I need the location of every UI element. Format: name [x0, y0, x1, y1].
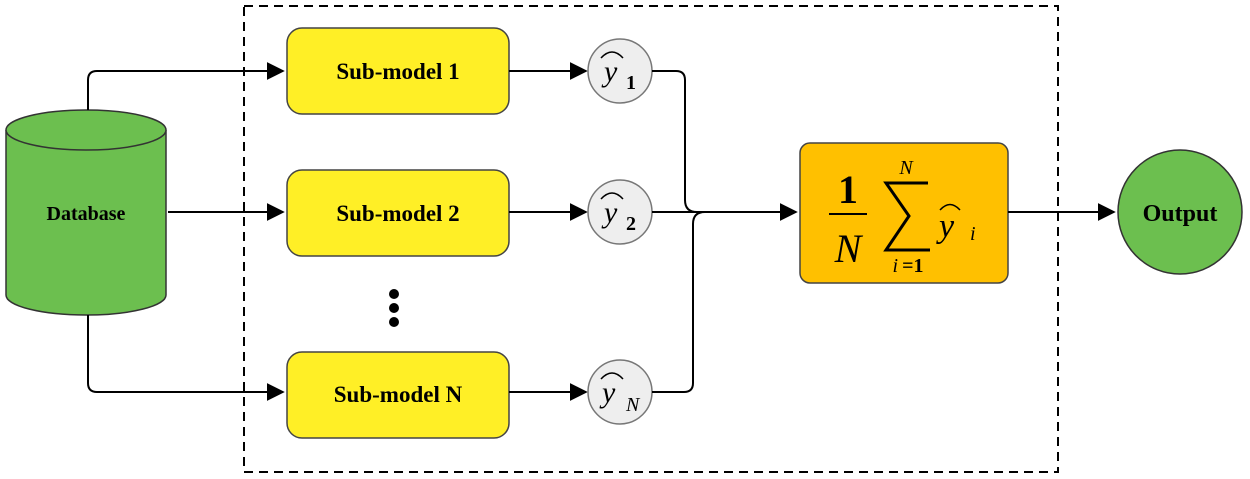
prediction-1-sub: 1: [626, 72, 636, 94]
aggregator-frac-den: N: [834, 226, 864, 271]
aggregator-term-sub: i: [970, 223, 976, 245]
ensemble-boundary: [243, 5, 1059, 473]
submodel-2-label: Sub-model 2: [336, 201, 459, 226]
merge-connectors: [652, 70, 798, 393]
aggregator-box: 1 N N i=1 y i: [799, 142, 1009, 284]
database-cylinder: Database: [5, 109, 167, 316]
prediction-n-sub: N: [625, 394, 641, 416]
submodel-n: Sub-model N: [286, 351, 510, 439]
prediction-2-var: y: [601, 196, 618, 229]
submodel-2: Sub-model 2: [286, 169, 510, 257]
prediction-connectors: [509, 62, 588, 401]
submodel-1: Sub-model 1: [286, 27, 510, 115]
aggregator-sum-upper: N: [898, 157, 914, 179]
aggregator-term-var: y: [936, 208, 955, 245]
prediction-2-sub: 2: [626, 213, 636, 235]
aggregator-frac-num: 1: [838, 167, 858, 212]
output-circle: Output: [1117, 149, 1243, 275]
database-connectors: [87, 62, 285, 401]
submodel-1-label: Sub-model 1: [336, 59, 459, 84]
prediction-n: y N: [587, 359, 653, 425]
ellipsis-icon: [389, 289, 399, 327]
aggregator-sum-lower: i=1: [893, 255, 924, 277]
prediction-2: y 2: [587, 179, 653, 245]
output-label: Output: [1143, 201, 1218, 227]
prediction-n-var: y: [599, 376, 616, 409]
prediction-1: y 1: [587, 38, 653, 104]
database-label: Database: [47, 203, 126, 225]
sigma-icon: [883, 181, 930, 252]
submodel-n-label: Sub-model N: [334, 382, 463, 407]
prediction-1-var: y: [601, 55, 618, 88]
